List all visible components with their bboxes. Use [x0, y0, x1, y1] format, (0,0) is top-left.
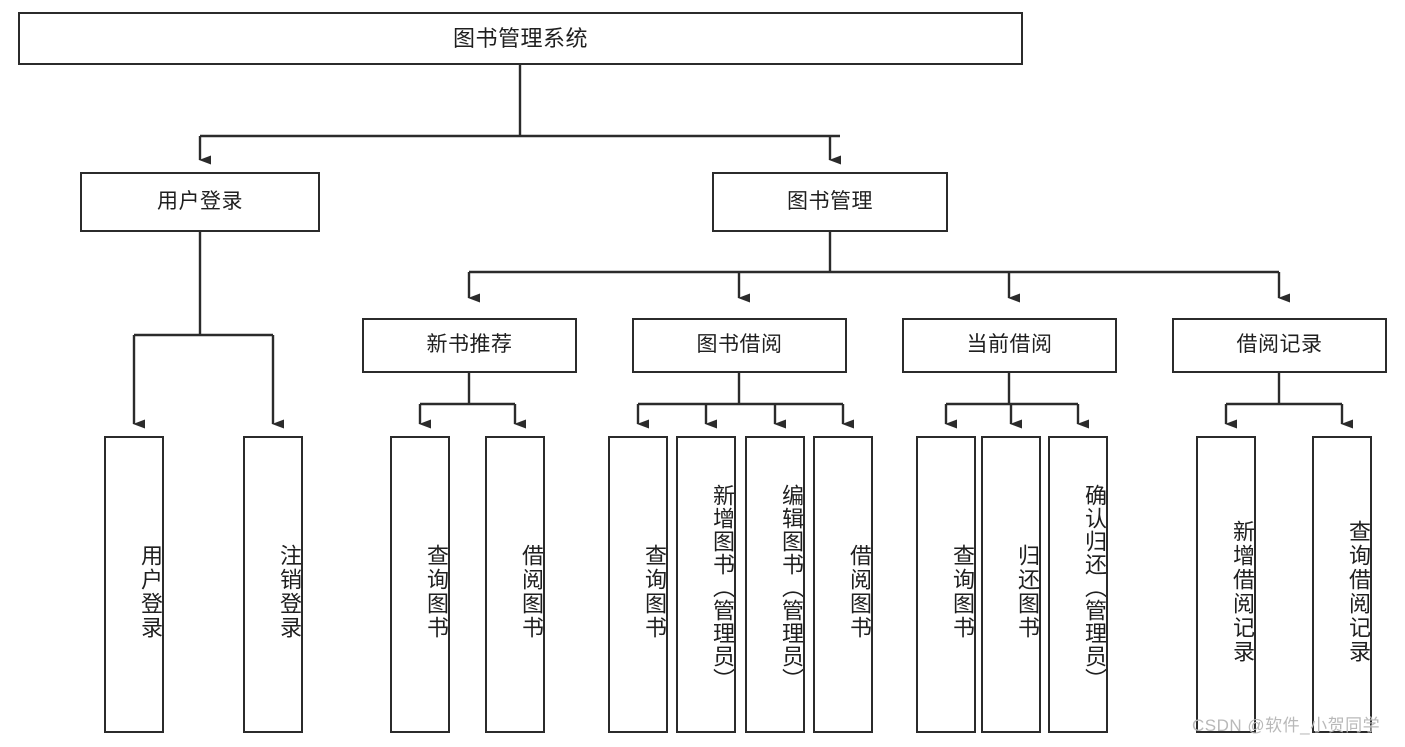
node-root-book-management-system[interactable]: 图书管理系统 [18, 12, 1023, 65]
node-label: 编辑图书（管理员） [779, 484, 804, 691]
leaf-query-book-current[interactable]: 查询图书 [916, 436, 976, 733]
leaf-borrow-book-recommend[interactable]: 借阅图书 [485, 436, 545, 733]
node-book-management[interactable]: 图书管理 [712, 172, 948, 232]
node-user-login[interactable]: 用户登录 [80, 172, 320, 232]
node-book-borrow[interactable]: 图书借阅 [632, 318, 847, 373]
node-current-borrow[interactable]: 当前借阅 [902, 318, 1117, 373]
leaf-user-login[interactable]: 用户登录 [104, 436, 164, 733]
node-label: 图书管理 [787, 189, 873, 213]
node-label: 借阅图书 [519, 543, 544, 640]
node-label: 查询图书 [424, 543, 449, 640]
node-label: 借阅记录 [1236, 333, 1323, 357]
leaf-confirm-return-admin[interactable]: 确认归还（管理员） [1048, 436, 1108, 733]
node-new-book-recommend[interactable]: 新书推荐 [362, 318, 577, 373]
leaf-logout[interactable]: 注销登录 [243, 436, 303, 733]
node-label: 用户登录 [138, 543, 163, 640]
node-label: 用户登录 [157, 189, 243, 213]
node-label: 图书借阅 [696, 333, 783, 357]
node-label: 查询借阅记录 [1346, 519, 1371, 664]
leaf-query-borrow-record[interactable]: 查询借阅记录 [1312, 436, 1372, 733]
node-label: 查询图书 [642, 543, 667, 640]
node-label: 借阅图书 [847, 543, 872, 640]
node-label: 新书推荐 [426, 333, 513, 357]
node-label: 图书管理系统 [452, 25, 588, 51]
leaf-borrow-book[interactable]: 借阅图书 [813, 436, 873, 733]
leaf-query-book-borrow[interactable]: 查询图书 [608, 436, 668, 733]
node-borrow-record[interactable]: 借阅记录 [1172, 318, 1387, 373]
leaf-add-book-admin[interactable]: 新增图书（管理员） [676, 436, 736, 733]
node-label: 确认归还（管理员） [1082, 484, 1107, 691]
leaf-return-book[interactable]: 归还图书 [981, 436, 1041, 733]
node-label: 新增图书（管理员） [710, 484, 735, 691]
leaf-add-borrow-record[interactable]: 新增借阅记录 [1196, 436, 1256, 733]
leaf-edit-book-admin[interactable]: 编辑图书（管理员） [745, 436, 805, 733]
node-label: 注销登录 [277, 543, 302, 640]
node-label: 新增借阅记录 [1230, 519, 1255, 664]
leaf-query-book-recommend[interactable]: 查询图书 [390, 436, 450, 733]
node-label: 当前借阅 [966, 333, 1053, 357]
node-label: 查询图书 [950, 543, 975, 640]
node-label: 归还图书 [1015, 543, 1040, 640]
